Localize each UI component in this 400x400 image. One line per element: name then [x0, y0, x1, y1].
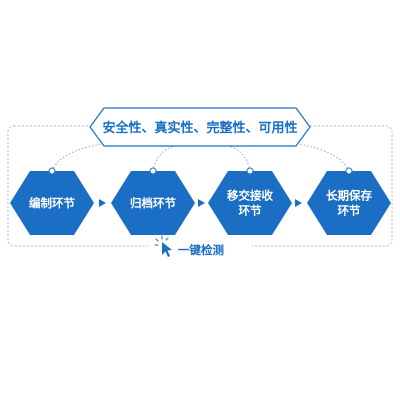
stage-hex-3-connector-dot — [246, 167, 254, 175]
stage-hex-2-label: 归档环节 — [130, 196, 176, 210]
connector-arc-2 — [152, 143, 186, 172]
stage-3-label-line-2: 环节 — [239, 204, 262, 218]
flow-arrow-1 — [99, 199, 106, 207]
cursor-click-icon — [154, 235, 172, 257]
stage-1-label-line-1: 编制环节 — [29, 196, 75, 210]
stage-hex-1: 编制环节 — [10, 167, 94, 235]
stage-hex-2-connector-dot — [149, 167, 157, 175]
flow-arrows — [99, 199, 302, 207]
stage-2-label-line-1: 归档环节 — [130, 196, 176, 210]
banner: 安全性、真实性、完整性、可用性 — [89, 107, 311, 147]
stage-hex-1-label: 编制环节 — [29, 196, 75, 210]
banner-shape — [89, 107, 311, 147]
stage-4-label-line-1: 长期保存 — [326, 189, 372, 203]
flow-arrow-3 — [295, 199, 302, 207]
banner-text: 安全性、真实性、完整性、可用性 — [102, 120, 297, 136]
stage-hex-2: 归档环节 — [111, 167, 195, 235]
stage-hex-1-connector-dot — [48, 167, 56, 175]
stage-hex-4-connector-dot — [345, 167, 353, 175]
check-label: 一键检测 — [178, 243, 224, 257]
flow-arrow-2 — [198, 199, 205, 207]
connector-arc-3 — [217, 143, 251, 172]
stage-3-label-line-1: 移交接收 — [227, 189, 273, 203]
one-click-check[interactable]: 一键检测 — [154, 235, 224, 257]
stage-4-label-line-2: 环节 — [338, 204, 361, 218]
check-backdrop — [148, 238, 252, 254]
